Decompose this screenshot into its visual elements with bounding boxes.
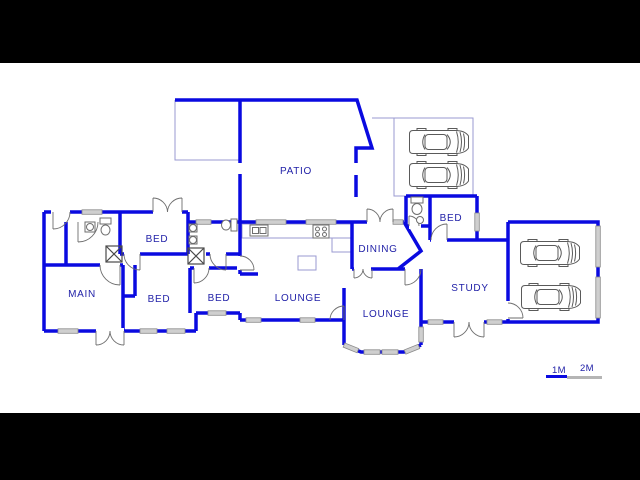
room-label-dining: DINING [358,244,397,255]
closet-icon [187,247,205,265]
garage-door-2 [595,276,601,319]
vehicles [409,128,581,311]
carport-car-2 [409,161,469,189]
room-label-main: MAIN [68,289,96,300]
windows [57,209,601,355]
top-letterbox [0,0,640,63]
closet-icon [105,245,123,263]
room-label-lounge-bay: LOUNGE [363,309,409,320]
room-label-bed-1: BED [146,234,169,245]
basin-icon [84,221,96,233]
patio-open-court-outline [174,100,240,161]
scale-label-1m: 1M [552,365,566,376]
room-labels: PATIO BED MAIN BED BED LOUNGE DINING LOU… [68,166,488,320]
stove-icon [312,224,330,239]
room-label-bed-3: BED [208,293,231,304]
room-label-patio: PATIO [280,166,312,177]
kitchen-island [297,255,317,271]
room-label-study: STUDY [451,283,488,294]
garage-door-1 [595,225,601,268]
room-label-bed-4: BED [440,213,463,224]
door-swings [52,197,524,346]
toilet-icon [99,217,112,236]
garage-car-1 [520,239,580,267]
toilet-icon [221,218,238,232]
kitchen-sink-icon [249,224,269,237]
scale-bar: 1M 2M [546,363,602,379]
room-label-lounge-left: LOUNGE [275,293,321,304]
scale-bar-1m-segment [546,375,567,378]
scale-bar-2m-segment [567,376,602,379]
scale-label-2m: 2M [580,363,594,374]
basin-icon [188,223,198,245]
kitchen-counter-right [331,237,353,253]
fixtures [84,196,424,245]
closet-icons [105,245,205,265]
garage-car-2 [521,283,581,311]
bottom-letterbox [0,413,640,480]
room-label-bed-2: BED [148,294,171,305]
carport-car-1 [409,128,469,156]
toilet-icon [410,196,424,224]
